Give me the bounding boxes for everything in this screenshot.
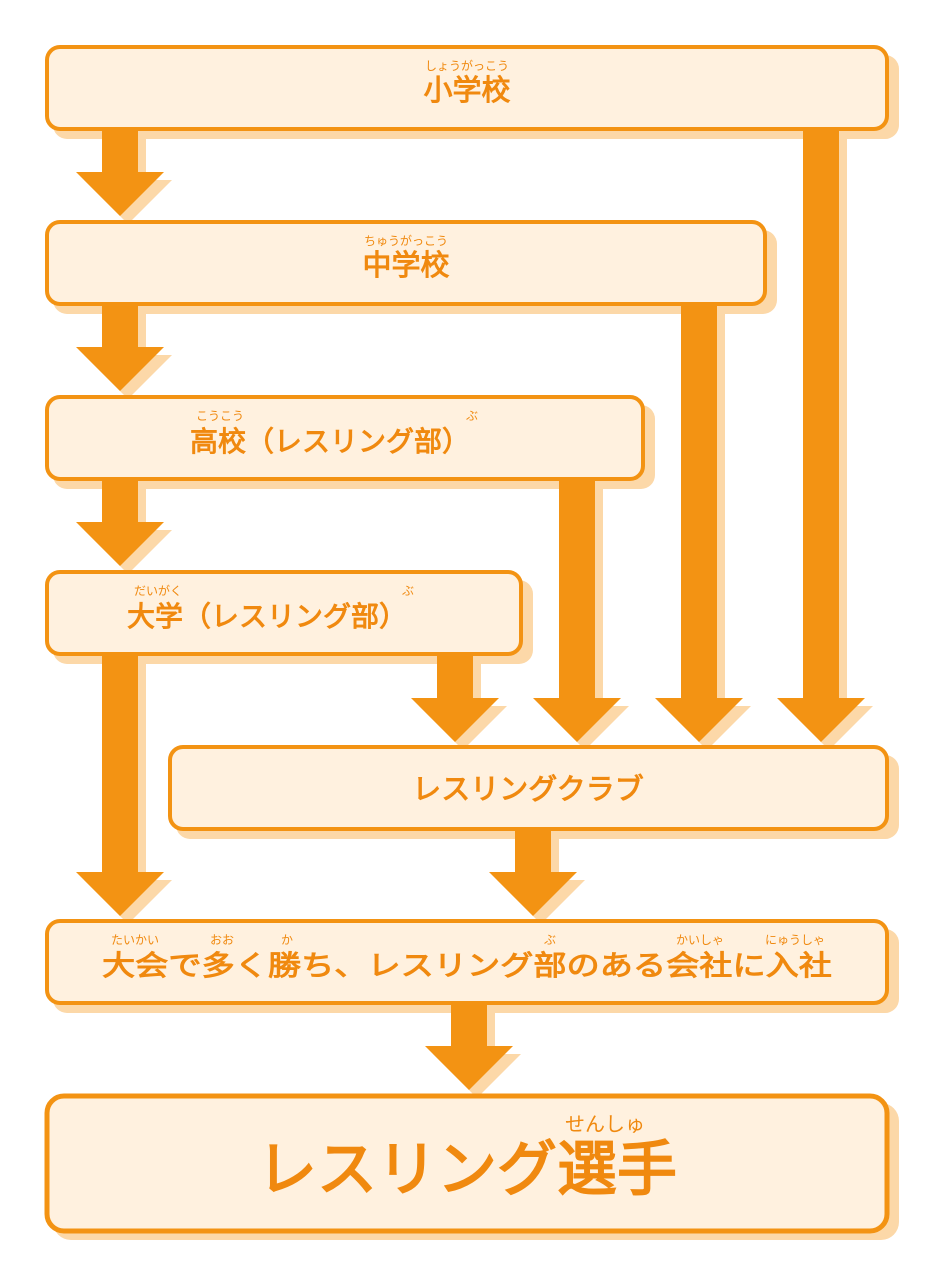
box-junior-high [45, 220, 767, 306]
arrow-high-to-club [533, 480, 621, 742]
arrow-junior-to-club [655, 305, 743, 742]
label-wrestler: レスリング選手 [257, 1135, 677, 1205]
label-university: 大学（レスリング部） [127, 600, 407, 633]
box-university [45, 570, 523, 656]
arrow-elementary-to-junior [76, 130, 164, 216]
arrow-university-to-club [411, 655, 499, 742]
ruby-company-kaisha: かいしゃ [676, 933, 724, 947]
arrow-company-to-wrestler [425, 1004, 513, 1090]
label-high-school: 高校（レスリング部） [190, 425, 470, 458]
box-high-school [45, 395, 645, 481]
ruby-junior-high: ちゅうがっこう [364, 233, 448, 248]
label-junior-high: 中学校 [362, 248, 449, 282]
arrow-club-to-company [489, 830, 577, 916]
box-club [168, 745, 889, 831]
box-wrestler [44, 1093, 890, 1234]
label-club: レスリングクラブ [412, 772, 643, 806]
ruby-high-school-a: こうこう [196, 409, 244, 423]
ruby-university-a: だいがく [134, 583, 182, 598]
ruby-university-b: ぶ [402, 584, 414, 598]
ruby-company-oo: おお [210, 933, 234, 947]
ruby-elementary: しょうがっこう [425, 58, 509, 73]
arrow-elementary-to-club [777, 130, 865, 742]
arrow-high-to-university [76, 480, 164, 566]
ruby-company-taikai: たいかい [111, 933, 159, 947]
label-elementary: 小学校 [423, 73, 510, 107]
label-company: 大会で多く勝ち、レスリング部のある会社に入社 [102, 949, 832, 982]
ruby-wrestler: せんしゅ [565, 1112, 645, 1136]
ruby-company-bu: ぶ [544, 933, 556, 947]
box-elementary [45, 45, 889, 131]
box-company [45, 919, 889, 1005]
ruby-company-ka: か [281, 933, 293, 947]
arrow-junior-to-high [76, 305, 164, 391]
arrow-university-to-company [76, 655, 164, 916]
ruby-company-nyuusha: にゅうしゃ [765, 933, 825, 947]
ruby-high-school-b: ぶ [466, 409, 478, 423]
